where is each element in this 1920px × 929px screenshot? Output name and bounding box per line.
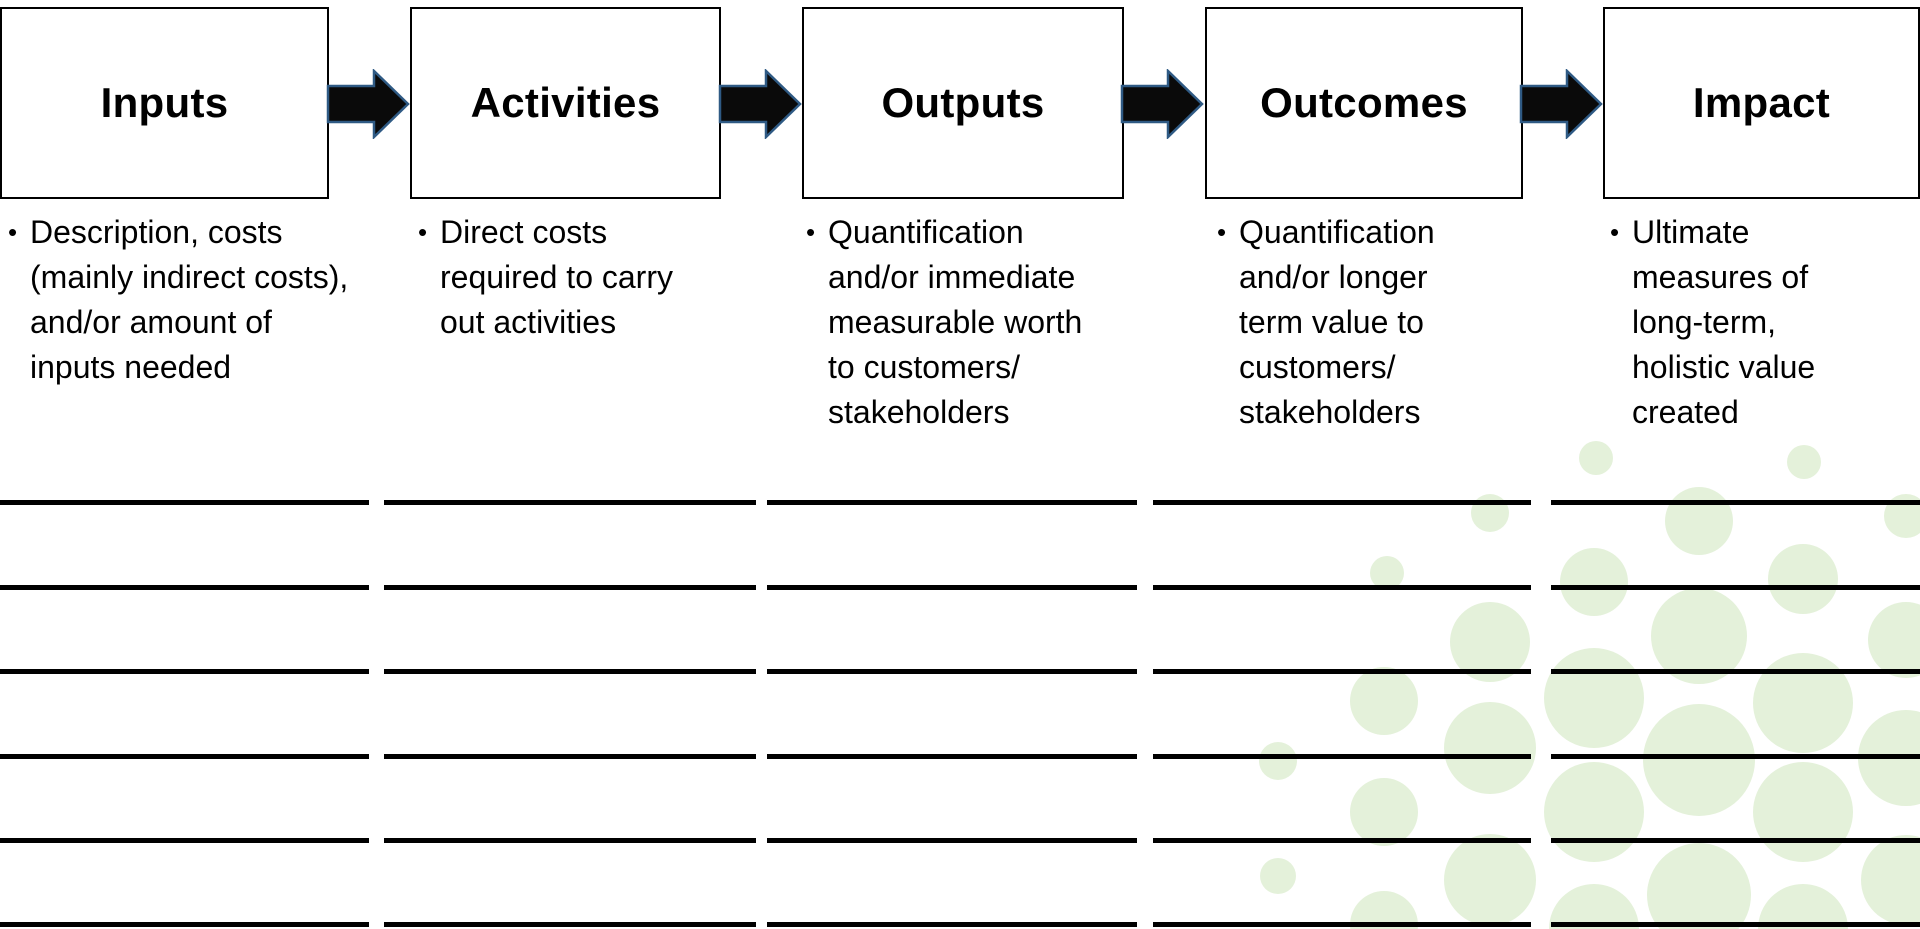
writing-line: [1153, 838, 1531, 843]
description-line: Direct costs: [440, 214, 608, 250]
description-line: Ultimate: [1632, 214, 1750, 250]
writing-line: [1153, 500, 1531, 505]
writing-line: [0, 585, 369, 590]
writing-line: [767, 922, 1137, 927]
description-bullet: Quantification and/or immediate measurab…: [800, 210, 1120, 435]
stage-box-impact: Impact: [1603, 7, 1920, 199]
writing-line: [0, 922, 369, 927]
writing-line: [1153, 669, 1531, 674]
writing-line: [1551, 754, 1920, 759]
description-line: measures of: [1632, 259, 1809, 295]
description-line: created: [1632, 394, 1739, 430]
writing-line: [384, 669, 756, 674]
writing-line: [0, 500, 369, 505]
stage-title-outcomes: Outcomes: [1260, 79, 1468, 126]
writing-line: [384, 838, 756, 843]
description-bullet: Quantification and/or longer term value …: [1211, 210, 1511, 435]
description-line: and/or longer: [1239, 259, 1428, 295]
right-arrow-icon: [1120, 69, 1204, 139]
right-arrow-icon: [326, 69, 410, 139]
stage-box-outputs: Outputs: [802, 7, 1124, 199]
description-line: and/or amount of: [30, 304, 272, 340]
description-line: term value to: [1239, 304, 1424, 340]
description-line: customers/: [1239, 349, 1396, 385]
stage-title-impact: Impact: [1692, 79, 1831, 126]
description-line: long-term,: [1632, 304, 1777, 340]
description-bullet: Ultimate measures of long-term, holistic…: [1604, 210, 1904, 435]
writing-line: [0, 754, 369, 759]
right-arrow-icon: [1519, 69, 1603, 139]
stage-description-outcomes: Quantification and/or longer term value …: [1211, 210, 1511, 435]
writing-line: [384, 500, 756, 505]
right-arrow-icon: [718, 69, 802, 139]
stage-box-inputs: Inputs: [0, 7, 329, 199]
writing-line: [384, 754, 756, 759]
stage-description-outputs: Quantification and/or immediate measurab…: [800, 210, 1120, 435]
stage-description-impact: Ultimate measures of long-term, holistic…: [1604, 210, 1904, 435]
description-line: inputs needed: [30, 349, 232, 385]
writing-line: [1551, 585, 1920, 590]
writing-line: [767, 585, 1137, 590]
description-line: Quantification: [828, 214, 1024, 250]
writing-line: [1551, 669, 1920, 674]
writing-line: [1153, 922, 1531, 927]
writing-line: [1153, 754, 1531, 759]
description-line: required to carry: [440, 259, 673, 295]
description-line: to customers/: [828, 349, 1021, 385]
writing-line: [384, 585, 756, 590]
writing-line: [767, 500, 1137, 505]
description-line: stakeholders: [1239, 394, 1421, 430]
writing-line: [767, 838, 1137, 843]
description-line: (mainly indirect costs),: [30, 259, 349, 295]
stage-description-activities: Direct costs required to carry out activ…: [412, 210, 712, 345]
stage-description-inputs: Description, costs (mainly indirect cost…: [2, 210, 382, 390]
stage-title-outputs: Outputs: [881, 79, 1045, 126]
writing-line: [1153, 585, 1531, 590]
writing-line: [767, 754, 1137, 759]
description-line: holistic value: [1632, 349, 1816, 385]
stage-box-activities: Activities: [410, 7, 721, 199]
description-line: Quantification: [1239, 214, 1435, 250]
writing-line: [0, 669, 369, 674]
writing-line: [0, 838, 369, 843]
description-line: and/or immediate: [828, 259, 1076, 295]
description-line: Description, costs: [30, 214, 283, 250]
description-line: stakeholders: [828, 394, 1010, 430]
stage-title-activities: Activities: [470, 79, 661, 126]
description-line: out activities: [440, 304, 617, 340]
writing-line: [767, 669, 1137, 674]
stage-title-inputs: Inputs: [100, 79, 229, 126]
description-line: measurable worth: [828, 304, 1083, 340]
description-bullet: Direct costs required to carry out activ…: [412, 210, 712, 345]
writing-line: [384, 922, 756, 927]
writing-line: [1551, 500, 1920, 505]
description-bullet: Description, costs (mainly indirect cost…: [2, 210, 382, 390]
writing-line: [1551, 838, 1920, 843]
writing-line: [1551, 922, 1920, 927]
stage-box-outcomes: Outcomes: [1205, 7, 1523, 199]
